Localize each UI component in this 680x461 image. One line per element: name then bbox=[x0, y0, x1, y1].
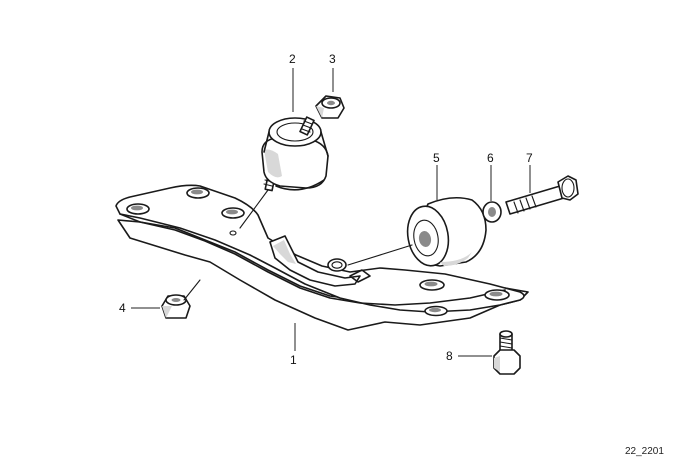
drawing-number: 22_2201 bbox=[625, 446, 664, 457]
callout-labels: 1 2 3 4 5 6 7 8 bbox=[119, 52, 533, 367]
hex-nut-part-3 bbox=[315, 95, 345, 119]
callout-4: 4 bbox=[119, 301, 126, 315]
callout-8: 8 bbox=[446, 349, 453, 363]
hex-nut-part-4 bbox=[161, 294, 191, 319]
callout-leaders bbox=[131, 68, 531, 357]
bushing-part-5 bbox=[406, 196, 487, 267]
bolt-part-8 bbox=[493, 330, 521, 375]
assembly-lines bbox=[183, 189, 413, 301]
washer-part-6 bbox=[482, 201, 502, 223]
callout-6: 6 bbox=[487, 151, 494, 165]
callout-7: 7 bbox=[526, 151, 533, 165]
callout-1: 1 bbox=[290, 353, 297, 367]
crossmember-part-1 bbox=[115, 184, 529, 331]
callout-5: 5 bbox=[433, 151, 440, 165]
callout-2: 2 bbox=[289, 52, 296, 66]
callout-3: 3 bbox=[329, 52, 336, 66]
rubber-mount-part-2 bbox=[261, 116, 329, 192]
bolt-part-7 bbox=[505, 175, 579, 215]
